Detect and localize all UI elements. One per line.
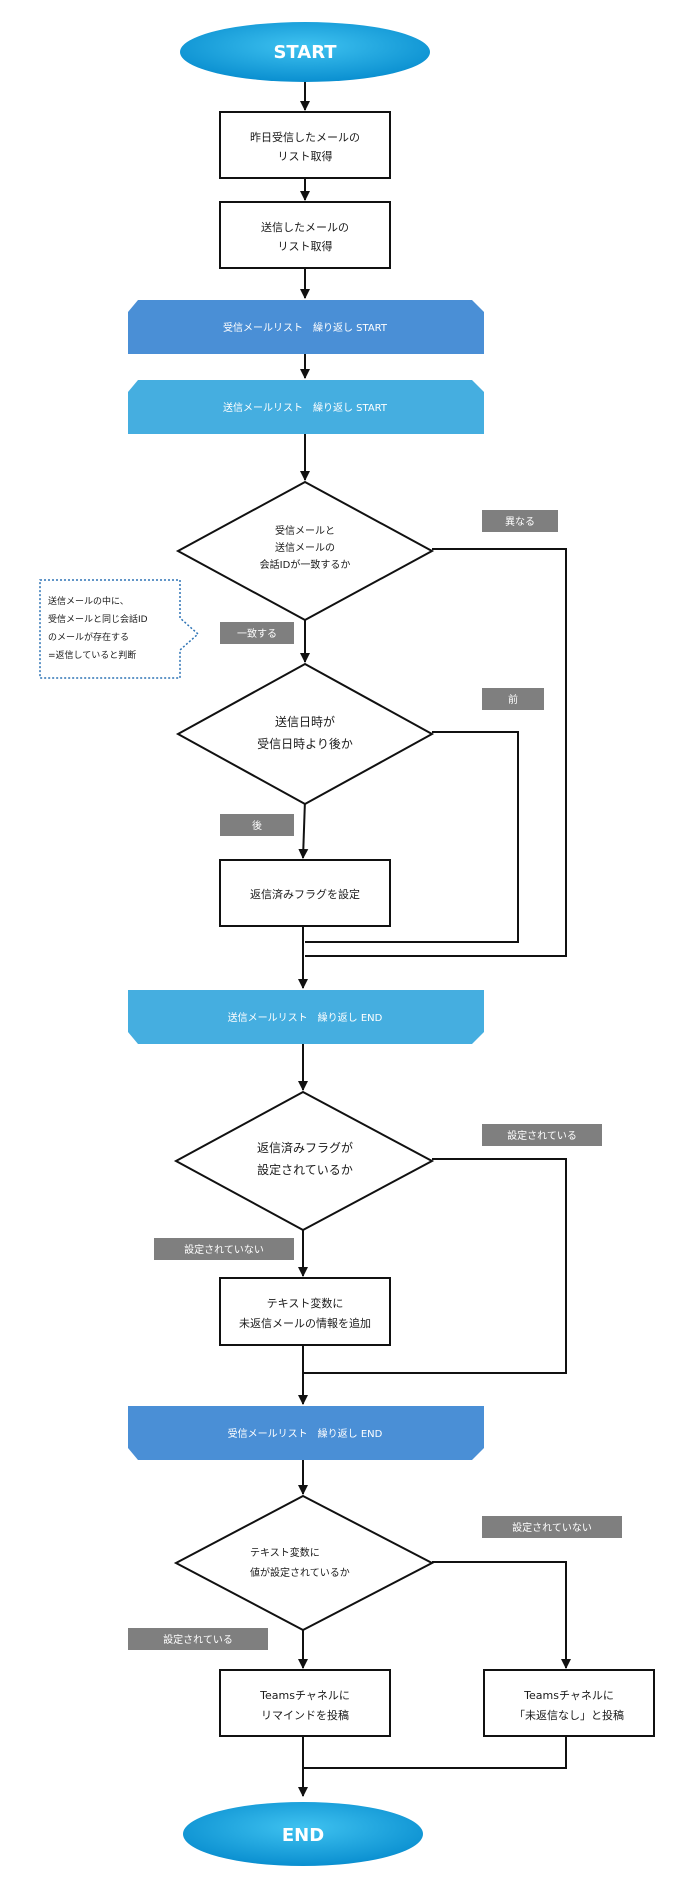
step-box: [219, 201, 391, 269]
step-line: リスト取得: [278, 240, 333, 253]
tag-text-yes: 設定されている: [128, 1628, 268, 1650]
step-line: リマインドを投稿: [261, 1708, 349, 1722]
line-before-branch: [305, 731, 519, 943]
tag-before: 前: [482, 688, 544, 710]
note-line: のメールが存在する: [48, 631, 129, 643]
step-line: 返信済みフラグを設定: [250, 887, 360, 901]
step-post-none: Teamsチャネルに 「未返信なし」と投稿: [483, 1669, 655, 1737]
step-line: テキスト変数に: [267, 1296, 344, 1310]
start-oval: [180, 22, 430, 82]
decision-text-set: テキスト変数に 値が設定されているか: [173, 1494, 435, 1632]
decision-diamond: [173, 1494, 435, 1632]
step-line: Teamsチャネルに: [523, 1689, 614, 1702]
start-label: START: [273, 42, 337, 63]
step-line: 送信したメールの: [261, 220, 349, 234]
note-line: 受信メールと同じ会話ID: [48, 613, 148, 625]
end-node: END: [183, 1802, 423, 1866]
loop-label: 受信メールリスト 繰り返し END: [228, 1427, 383, 1440]
step-post-remind: Teamsチャネルに リマインドを投稿: [219, 1669, 391, 1737]
tag-label: 後: [252, 819, 262, 832]
tag-box: [220, 622, 294, 644]
line-none-merge: [303, 1736, 567, 1769]
step-box: [219, 859, 391, 927]
tag-label: 設定されていない: [184, 1243, 264, 1256]
step-line: 「未返信なし」と投稿: [514, 1708, 624, 1722]
note-line: =返信していると判断: [48, 649, 136, 661]
decision-line: 送信日時が: [275, 714, 335, 729]
step-get-sent: 送信したメールの リスト取得: [219, 201, 391, 269]
tag-label: 設定されている: [507, 1129, 577, 1142]
tag-differ: 異なる: [482, 510, 558, 532]
step-box: [219, 1669, 391, 1737]
loop-shape: [128, 1406, 484, 1460]
loop-label: 送信メールリスト 繰り返し END: [228, 1011, 383, 1024]
tag-box: [482, 1516, 622, 1538]
tag-label: 設定されている: [163, 1633, 233, 1646]
end-oval: [183, 1802, 423, 1866]
loop-sent-start: 送信メールリスト 繰り返し START: [128, 380, 484, 434]
loop-recv-start: 受信メールリスト 繰り返し START: [128, 300, 484, 354]
tag-label: 一致する: [237, 627, 277, 640]
decision-diamond: [173, 1090, 435, 1232]
step-add-text: テキスト変数に 未返信メールの情報を追加: [219, 1277, 391, 1346]
step-box: [483, 1669, 655, 1737]
loop-recv-end: 受信メールリスト 繰り返し END: [128, 1406, 484, 1460]
step-get-received: 昨日受信したメールの リスト取得: [219, 111, 391, 179]
tag-text-no: 設定されていない: [482, 1516, 622, 1538]
note-callout: 送信メールの中に、 受信メールと同じ会話ID のメールが存在する =返信している…: [39, 579, 200, 679]
loop-shape: [128, 380, 484, 434]
line-differ-branch: [305, 548, 567, 957]
step-box: [219, 111, 391, 179]
loop-shape: [128, 300, 484, 354]
decision-line: 受信メールと: [275, 525, 335, 537]
tag-box: [482, 1124, 602, 1146]
step-line: 昨日受信したメールの: [250, 131, 360, 144]
tag-flag-no: 設定されていない: [154, 1238, 294, 1260]
loop-sent-end: 送信メールリスト 繰り返し END: [128, 990, 484, 1044]
note-border: [39, 579, 200, 679]
decision-line: テキスト変数に: [250, 1546, 320, 1559]
decision-conv-match: 受信メールと 送信メールの 会話IDが一致するか: [175, 480, 435, 622]
decision-line: 受信日時より後か: [257, 737, 353, 751]
tag-label: 設定されていない: [512, 1521, 592, 1534]
decision-line: 値が設定されているか: [250, 1566, 350, 1579]
loop-shape: [128, 990, 484, 1044]
loop-label: 受信メールリスト 繰り返し START: [223, 321, 388, 334]
decision-line: 設定されているか: [257, 1162, 353, 1177]
arrow-date-to-flag: [298, 799, 309, 859]
tag-match: 一致する: [220, 622, 294, 644]
decision-diamond: [175, 662, 435, 806]
decision-diamond: [175, 480, 435, 622]
arrow-text-to-none: [432, 1561, 571, 1669]
decision-line: 送信メールの: [275, 541, 335, 554]
start-node: START: [180, 22, 430, 82]
decision-line: 会話IDが一致するか: [260, 558, 351, 571]
step-line: 未返信メールの情報を追加: [239, 1316, 371, 1330]
line-flagset-branch: [303, 1158, 567, 1374]
tag-box: [154, 1238, 294, 1260]
note-line: 送信メールの中に、: [48, 595, 129, 607]
tag-flag-yes: 設定されている: [482, 1124, 602, 1146]
tag-after: 後: [220, 814, 294, 836]
step-line: リスト取得: [278, 150, 333, 163]
connectors: [298, 80, 571, 1797]
end-label: END: [282, 1825, 324, 1846]
tag-box: [482, 688, 544, 710]
tag-box: [220, 814, 294, 836]
tag-box: [128, 1628, 268, 1650]
step-set-flag: 返信済みフラグを設定: [219, 859, 391, 927]
tag-box: [482, 510, 558, 532]
decision-date-compare: 送信日時が 受信日時より後か: [175, 662, 435, 806]
tag-label: 前: [508, 693, 518, 706]
step-line: Teamsチャネルに: [259, 1689, 350, 1702]
loop-label: 送信メールリスト 繰り返し START: [223, 401, 388, 414]
decision-flag-set: 返信済みフラグが 設定されているか: [173, 1090, 435, 1232]
decision-line: 返信済みフラグが: [257, 1140, 353, 1155]
step-box: [219, 1277, 391, 1346]
tag-label: 異なる: [505, 516, 535, 528]
